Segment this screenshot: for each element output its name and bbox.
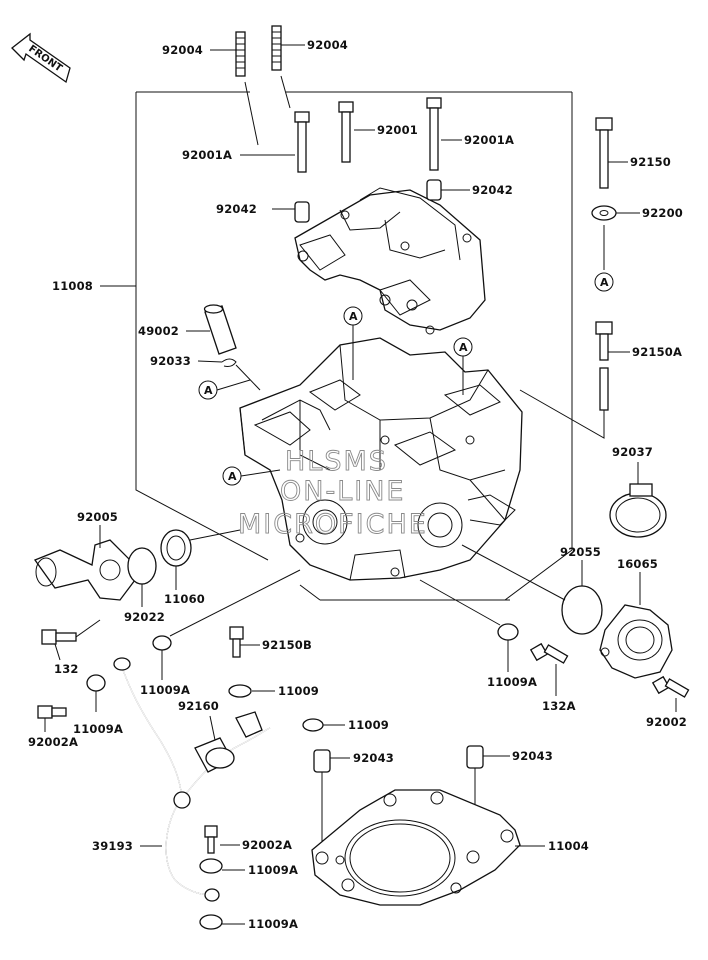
label-11009A-d: 11009A <box>248 863 298 877</box>
label-92150: 92150 <box>630 155 671 169</box>
label-92043-right: 92043 <box>512 749 553 763</box>
head-gasket-11004 <box>311 789 521 906</box>
label-92002A-lower: 92002A <box>242 838 292 852</box>
o-ring-92022 <box>127 547 157 585</box>
svg-text:A: A <box>349 310 358 323</box>
label-92004-left: 92004 <box>162 43 203 57</box>
union-92160 <box>194 711 263 773</box>
washer-11009A-d <box>199 858 223 874</box>
watermark-line-1: HLSMS <box>285 446 388 477</box>
label-11009A-e: 11009A <box>248 917 298 931</box>
label-92150B: 92150B <box>262 638 312 652</box>
ref-marker-a-1: A <box>594 272 614 292</box>
svg-text:A: A <box>204 384 213 397</box>
bolt-92001A-right <box>426 97 442 171</box>
label-92002A-left: 92002A <box>28 735 78 749</box>
label-11009-a: 11009 <box>278 684 319 698</box>
label-11004: 11004 <box>548 839 589 853</box>
dowel-92042-right <box>426 179 442 201</box>
front-arrow: FRONT <box>11 32 71 84</box>
seal-11060 <box>160 529 192 567</box>
holder-16065 <box>599 604 673 679</box>
pipe-49002 <box>203 304 237 355</box>
bolt-132 <box>41 629 77 645</box>
label-11008: 11008 <box>52 279 93 293</box>
label-92001: 92001 <box>377 123 418 137</box>
label-92022: 92022 <box>124 610 165 624</box>
label-92150A: 92150A <box>632 345 682 359</box>
watermark-line-3: MICROFICHE <box>238 509 428 540</box>
label-39193: 39193 <box>92 839 133 853</box>
washer-11009A-right <box>497 623 519 641</box>
washer-11009A-left <box>86 674 106 692</box>
label-92055: 92055 <box>560 545 601 559</box>
svg-text:A: A <box>228 470 237 483</box>
part-labels: 92004 92004 92001 92001A 92150 92001A 92… <box>28 38 687 931</box>
label-92160: 92160 <box>178 699 219 713</box>
dowel-92043-left <box>313 749 331 773</box>
label-11009-b: 11009 <box>348 718 389 732</box>
o-ring-92055 <box>561 585 603 635</box>
bolt-92002 <box>651 675 690 698</box>
label-92005: 92005 <box>77 510 118 524</box>
svg-text:A: A <box>600 276 609 289</box>
rocker-assembly <box>294 187 486 335</box>
dowel-92043-right <box>466 745 484 769</box>
washer-11009A-e <box>199 914 223 930</box>
label-92042-left: 92042 <box>216 202 257 216</box>
cylinder-head-11008 <box>239 337 523 581</box>
pipe-39193 <box>113 657 271 902</box>
label-92001A-right: 92001A <box>464 133 514 147</box>
label-11060: 11060 <box>164 592 205 606</box>
ref-marker-a-2: A <box>343 306 363 326</box>
stud-92004-right <box>271 25 282 71</box>
bolt-92150A <box>595 321 613 411</box>
washer-11009-a <box>228 684 252 698</box>
ref-marker-a-4: A <box>198 380 218 400</box>
bolt-92150 <box>595 117 613 189</box>
watermark: HLSMS ON-LINE MICROFICHE <box>238 446 428 541</box>
label-92033: 92033 <box>150 354 191 368</box>
clip-92033 <box>221 358 237 367</box>
label-92043-left: 92043 <box>353 751 394 765</box>
label-92004-right: 92004 <box>307 38 348 52</box>
dowel-92042-left <box>294 201 310 223</box>
label-11009A-center: 11009A <box>140 683 190 697</box>
label-11009A-right: 11009A <box>487 675 537 689</box>
bolt-132A <box>529 642 569 664</box>
label-132A: 132A <box>542 699 576 713</box>
svg-text:A: A <box>459 341 468 354</box>
label-92042-right: 92042 <box>472 183 513 197</box>
leader-lines <box>44 129 677 925</box>
label-16065: 16065 <box>617 557 658 571</box>
cylinder-head-frame <box>135 91 573 601</box>
label-92037: 92037 <box>612 445 653 459</box>
label-92002: 92002 <box>646 715 687 729</box>
watermark-line-2: ON-LINE <box>280 476 405 507</box>
label-11009A-left: 11009A <box>73 722 123 736</box>
bolt-92002A-left <box>37 705 67 719</box>
stud-92004-left <box>235 31 246 77</box>
ref-marker-a-5: A <box>222 466 242 486</box>
washer-11009A-center <box>152 635 172 651</box>
label-132: 132 <box>54 662 79 676</box>
label-92001A-left: 92001A <box>182 148 232 162</box>
ref-marker-a-3: A <box>453 337 473 357</box>
bolt-92001A-left <box>294 111 310 173</box>
label-92200: 92200 <box>642 206 683 220</box>
fitting-92005 <box>33 539 136 601</box>
bolt-92002A-lower <box>204 825 218 854</box>
bolt-92001 <box>338 101 354 163</box>
front-label: FRONT <box>26 43 64 74</box>
label-49002: 49002 <box>138 324 179 338</box>
washer-11009-b <box>302 718 324 732</box>
clamp-92037 <box>609 483 667 538</box>
washer-92200 <box>591 205 617 221</box>
bolt-92150B <box>229 626 244 658</box>
